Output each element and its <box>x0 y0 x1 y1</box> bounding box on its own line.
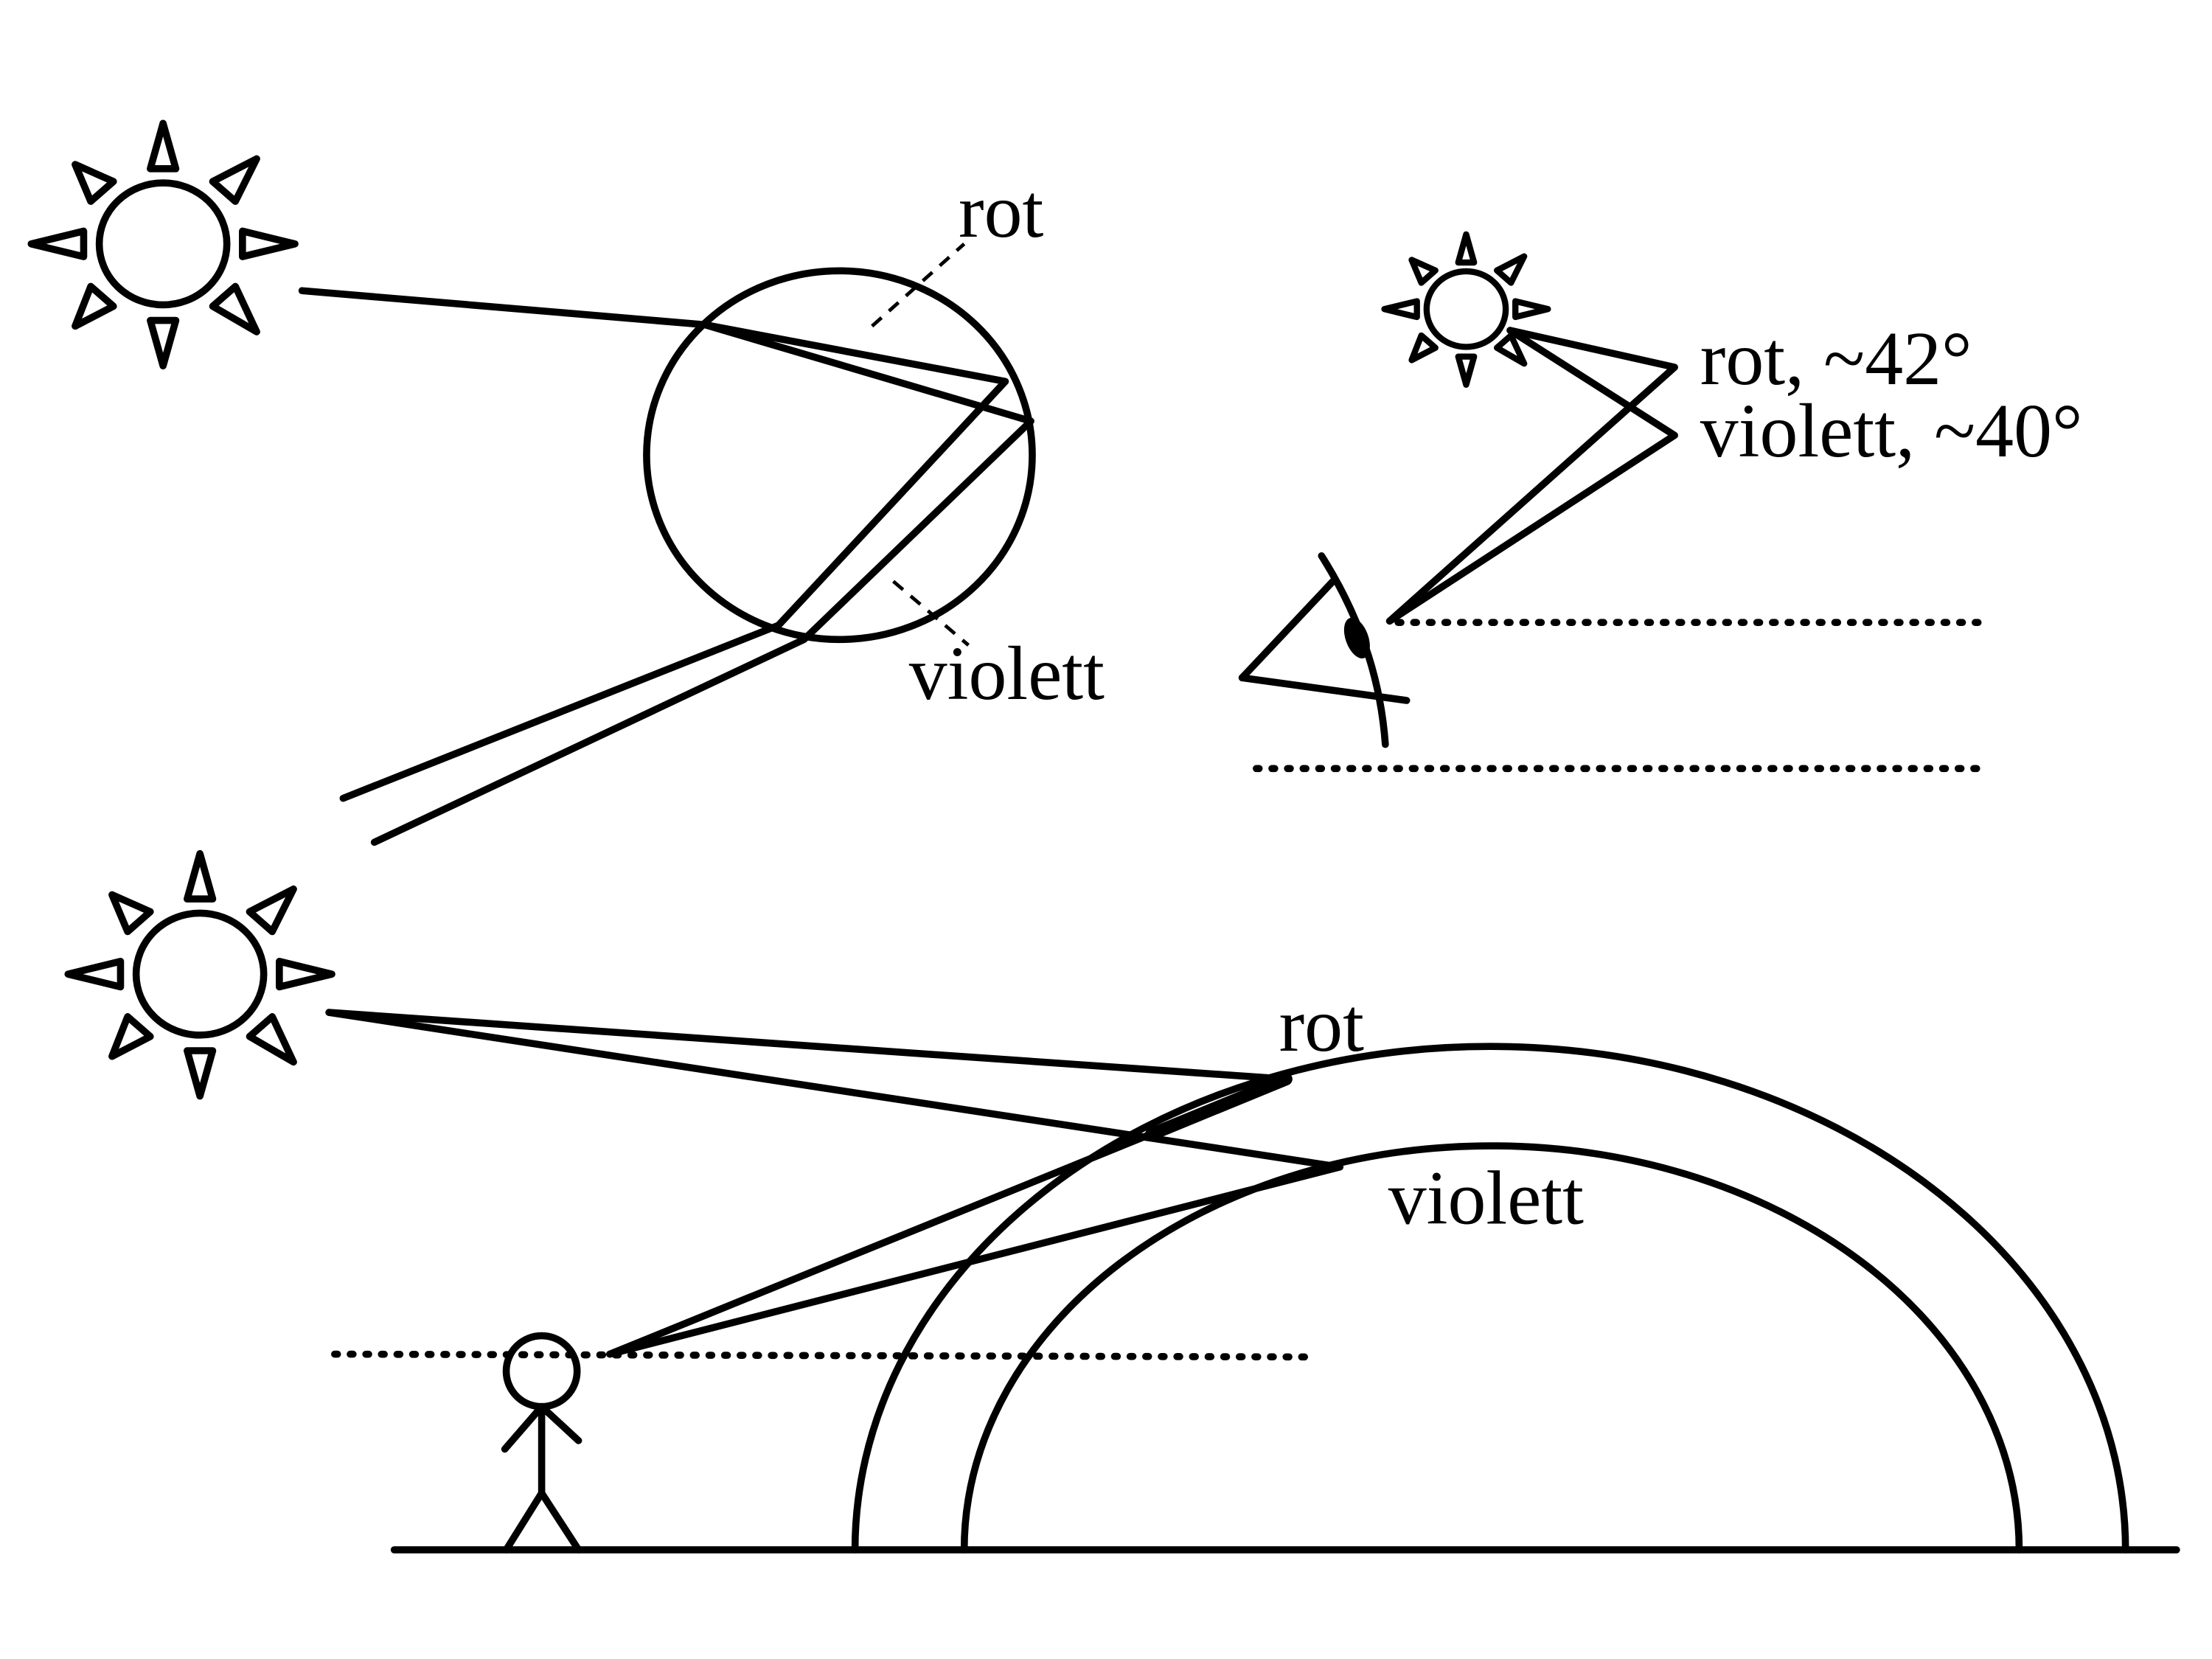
rainbow-arcs <box>851 1043 2129 1554</box>
sun-icon <box>64 849 335 1100</box>
droplet-violet-pointer <box>891 580 970 647</box>
droplet-red-label: rot <box>959 169 1043 254</box>
eye-icon <box>1238 552 1411 748</box>
angle-rays <box>1385 327 1678 625</box>
rainbow-inner-arc <box>960 1142 2023 1554</box>
observer-eye-level-line <box>331 1350 1315 1361</box>
bow-violet-label: violett <box>1388 1156 1584 1241</box>
eye-violet-angle-label: violett, ~40° <box>1700 389 2083 473</box>
pupil <box>1343 617 1370 658</box>
rainbow-outer-arc <box>851 1043 2129 1554</box>
bow-red-label: rot <box>1279 983 1364 1068</box>
sun-bottom-left <box>64 849 335 1100</box>
person-icon <box>501 1332 582 1554</box>
bow-light-rays <box>325 1009 1344 1358</box>
droplet-red-pointer <box>871 242 966 328</box>
sun-top-left <box>27 119 299 369</box>
droplet-light-rays <box>298 287 1034 846</box>
sun-icon <box>27 119 299 369</box>
sun-icon <box>1381 231 1551 388</box>
raindrop <box>643 267 1036 644</box>
red-arc-highlight <box>1144 1072 1293 1141</box>
droplet-violet-label: violett <box>909 631 1105 716</box>
eye-red-angle-label: rot, ~42° <box>1700 316 1972 401</box>
sun-top-right <box>1381 231 1551 388</box>
